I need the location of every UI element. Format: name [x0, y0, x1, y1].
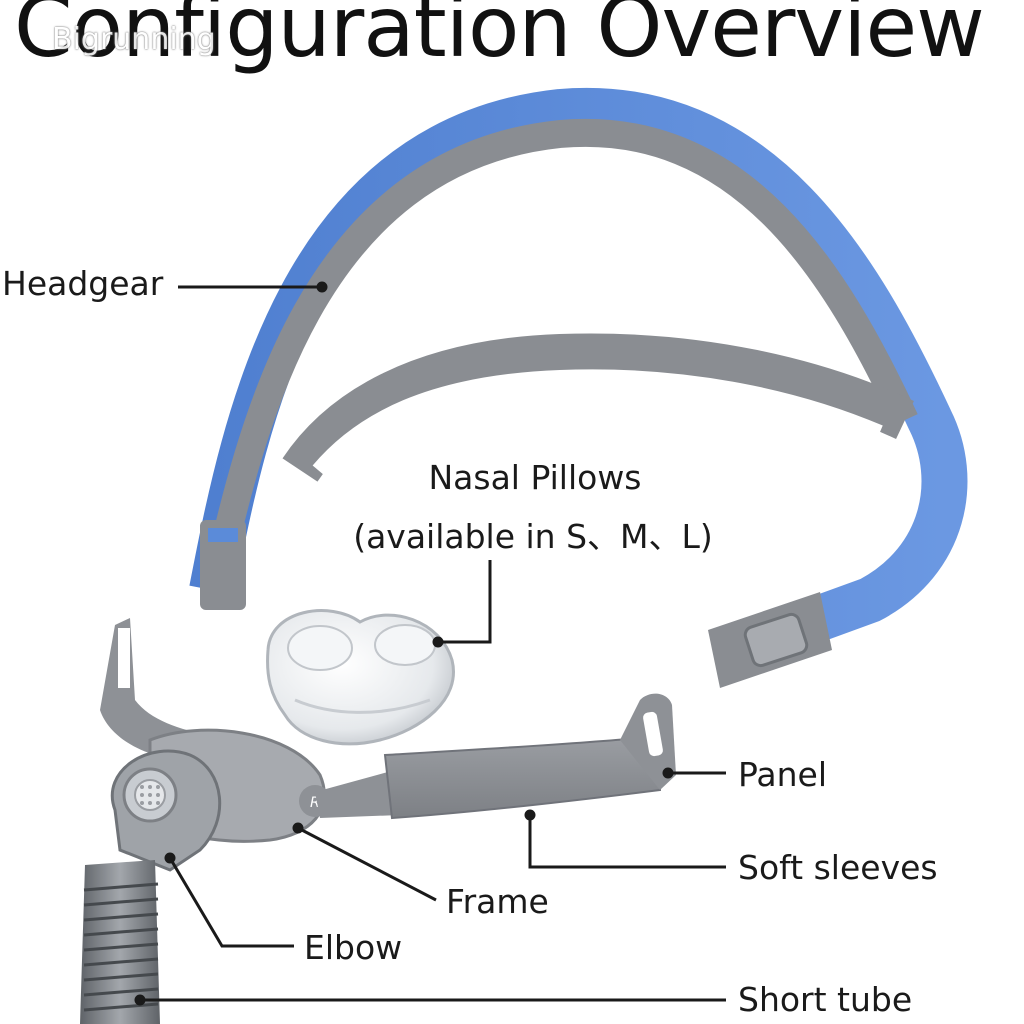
- label-short-tube: Short tube: [738, 980, 913, 1019]
- frame-side-mark: R: [310, 795, 320, 811]
- watermark: Bigrunning: [52, 22, 216, 57]
- headgear-back-strap: [282, 333, 914, 482]
- leader-lines: [134, 281, 726, 1006]
- elbow: [111, 749, 222, 872]
- leader-nasal-pillows: [438, 560, 492, 644]
- short-tube: [80, 860, 160, 1024]
- label-panel: Panel: [738, 755, 828, 794]
- nasal-pillows: [266, 609, 455, 746]
- headgear: [189, 87, 968, 688]
- leader-elbow: [168, 857, 294, 948]
- headgear-right-tab: [708, 592, 832, 688]
- label-elbow: Elbow: [304, 928, 403, 967]
- leader-soft-sleeves: [528, 815, 726, 869]
- label-headgear: Headgear: [2, 264, 164, 303]
- headgear-left-tab: [200, 520, 246, 610]
- label-nasal-pillows-sizes: (available in S、M、L): [353, 517, 713, 556]
- page-title: Configuration Overview: [14, 0, 985, 76]
- label-nasal-pillows: Nasal Pillows: [428, 458, 642, 497]
- label-soft-sleeves: Soft sleeves: [738, 848, 938, 887]
- soft-sleeve: [383, 736, 661, 820]
- leader-frame: [297, 826, 437, 902]
- label-frame: Frame: [446, 882, 549, 921]
- headgear-crown-strap-gray: [200, 118, 918, 596]
